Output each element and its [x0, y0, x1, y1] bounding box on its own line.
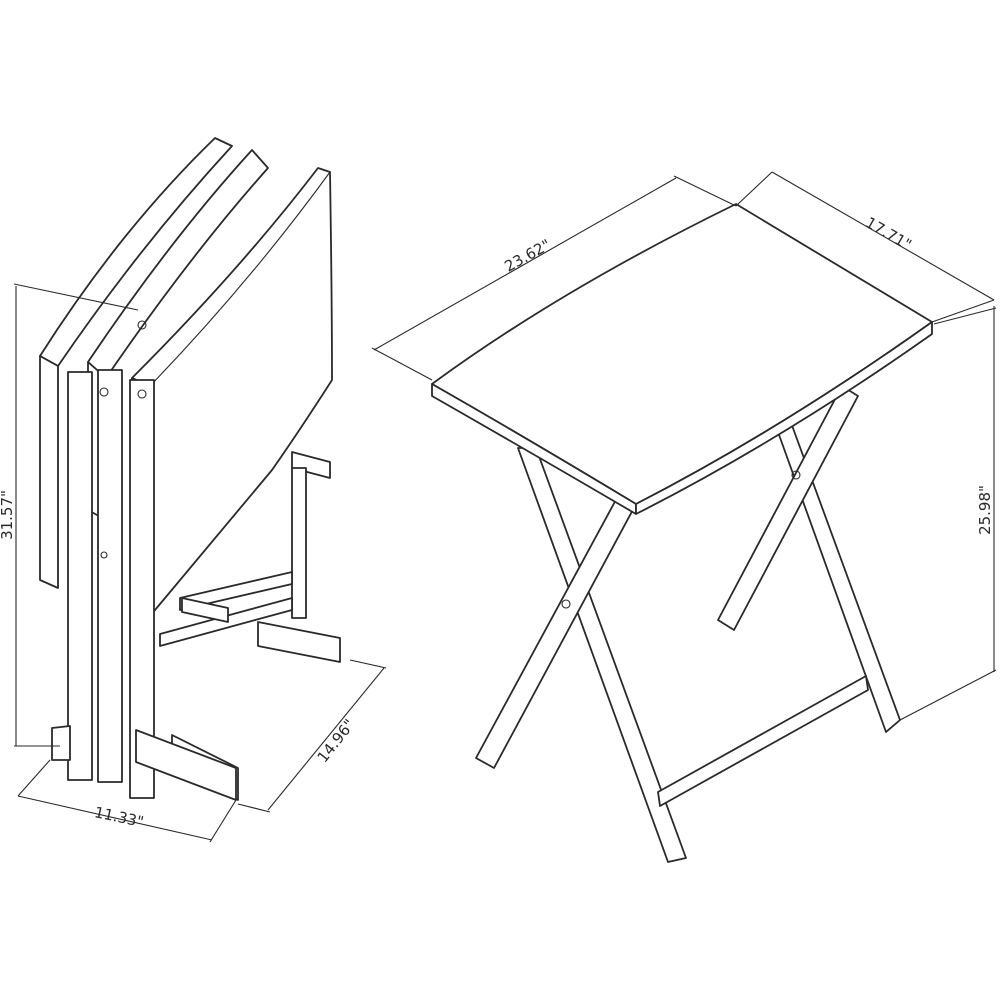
top-width-label: 17.71"	[862, 213, 914, 254]
folded-depth-label: 14.96"	[314, 716, 359, 766]
table-height-label: 25.98"	[976, 485, 994, 535]
tray-middle	[67, 149, 269, 783]
tray-front	[129, 167, 333, 799]
dimension-table-height: 25.98"	[899, 306, 997, 721]
folded-width-label: 11.33"	[93, 803, 145, 831]
tray-back	[39, 137, 233, 589]
folded-height-label: 31.57"	[0, 490, 16, 540]
folded-tray-set: 31.57" 14.96" 11.33"	[0, 137, 387, 843]
table-top	[431, 203, 933, 515]
top-length-label: 23.62"	[501, 236, 553, 276]
dimension-folded-height: 31.57"	[0, 283, 139, 747]
open-tray-table: 23.62" 17.71" 25.98"	[371, 171, 997, 863]
dimension-folded-depth: 14.96"	[237, 659, 387, 813]
